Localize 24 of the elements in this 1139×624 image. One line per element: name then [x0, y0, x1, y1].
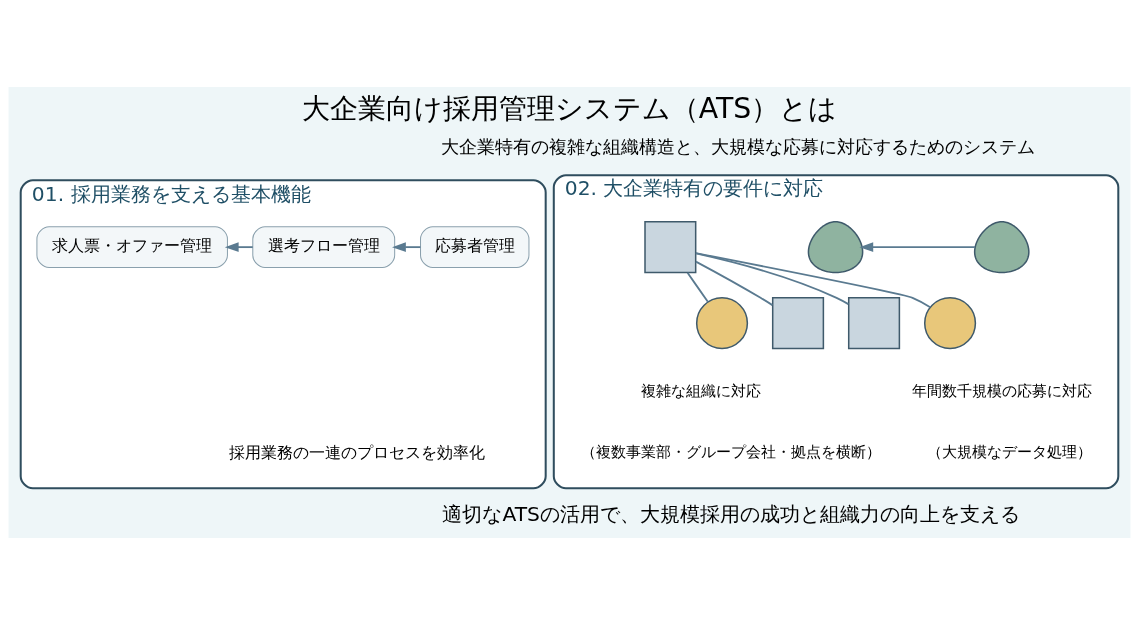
label: 大企業特有の複雑な組織構造と、大規模な応募に対応するためのシステム — [441, 135, 1036, 157]
node-box: 選考フロー管理 — [252, 225, 396, 268]
arrow — [392, 241, 422, 252]
arrow — [859, 241, 976, 252]
connector — [695, 260, 774, 306]
node-box — [847, 296, 901, 349]
node-circle — [923, 296, 977, 349]
connector — [695, 252, 850, 305]
connector — [695, 251, 932, 308]
connector — [686, 271, 709, 303]
node-box: 応募者管理 — [420, 225, 530, 268]
node-circle — [695, 296, 749, 349]
node-label: 複雑な組織に対応 — [640, 381, 761, 400]
node-person — [807, 220, 864, 273]
arrow — [224, 241, 254, 252]
node-label: （大規模なデータ処理） — [927, 442, 1093, 461]
node-person — [973, 220, 1030, 273]
node-label: 年間数千規模の応募に対応 — [911, 381, 1092, 400]
caption: 適切なATSの活用で、大規模採用の成功と組織力の向上を支える — [442, 501, 1020, 526]
node-box — [644, 220, 697, 273]
node-label: （複数事業部・グループ会社・拠点を横断） — [581, 442, 882, 461]
node-box — [771, 296, 825, 349]
diagram-title: 大企業向け採用管理システム（ATS）とは — [301, 91, 838, 125]
node-box: 求人票・オファー管理 — [36, 225, 228, 268]
